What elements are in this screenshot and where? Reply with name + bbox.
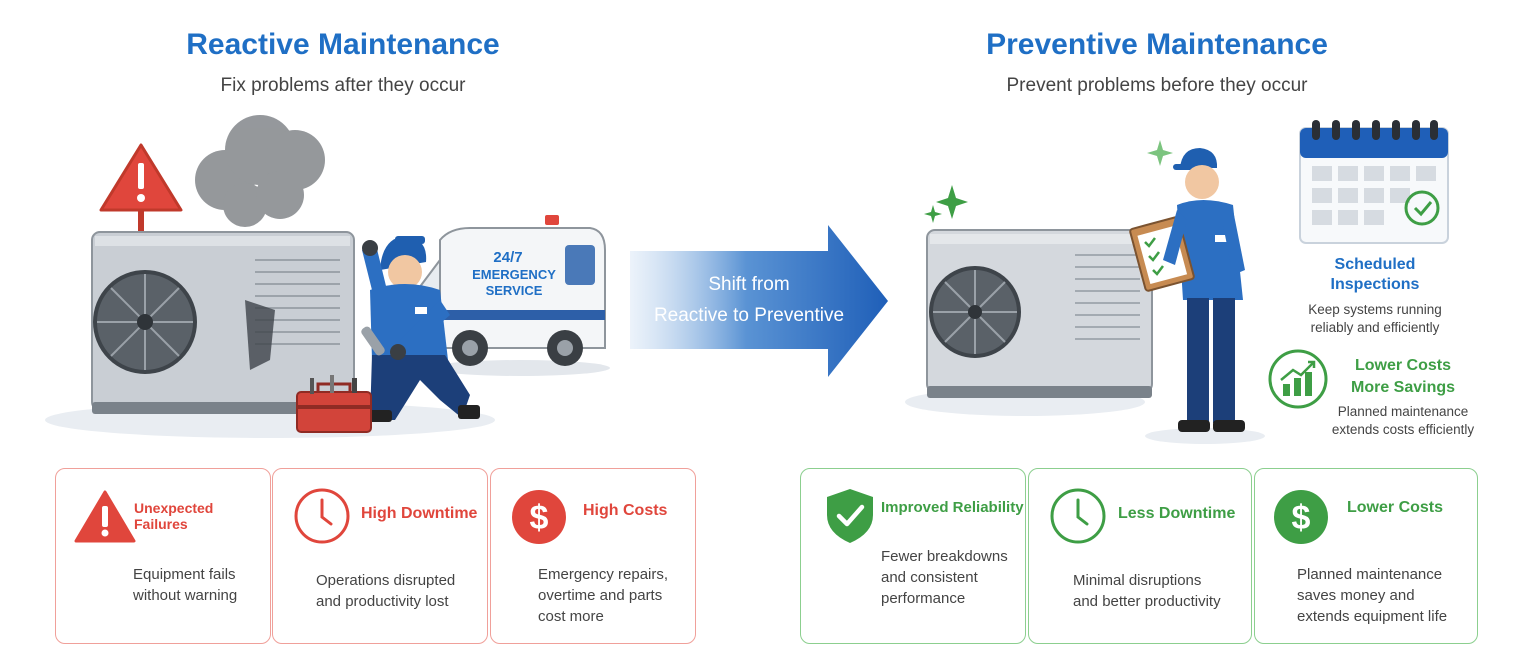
- svg-text:$: $: [1292, 499, 1311, 537]
- preventive-technician: [1129, 148, 1245, 432]
- reactive-card-failures-desc: Equipment fails without warning: [133, 564, 237, 606]
- side-panel-savings-desc-1: Planned maintenance: [1337, 404, 1469, 419]
- reactive-illustration: 24/7 EMERGENCY SERVICE: [45, 115, 610, 438]
- preventive-card-reliability-desc-1: Fewer breakdowns: [881, 548, 1008, 565]
- side-panel-savings-title-1: Lower Costs: [1354, 357, 1451, 374]
- reactive-card-costs-title: High Costs: [583, 502, 668, 519]
- side-panel-savings-desc: Planned maintenance extends costs effici…: [1303, 403, 1503, 439]
- preventive-subtitle: Prevent problems before they occur: [1006, 75, 1308, 96]
- smoke-cloud: [195, 115, 325, 227]
- shift-arrow-line2: Reactive to Preventive: [653, 305, 845, 326]
- clock-icon: [1050, 488, 1106, 544]
- clock-icon: [294, 488, 350, 544]
- calendar-icon: [1299, 120, 1449, 244]
- reactive-card-downtime-desc-1: Operations disrupted: [316, 572, 456, 589]
- sparkle-icon: [924, 140, 1173, 223]
- preventive-card-costs-desc: Planned maintenance saves money and exte…: [1297, 564, 1447, 627]
- side-panel-savings-title-2: More Savings: [1350, 379, 1456, 396]
- dollar-icon: $: [1274, 490, 1328, 544]
- warning-icon: [74, 490, 136, 543]
- preventive-card-reliability-desc-2: and consistent: [881, 569, 978, 586]
- toolbox-icon: [296, 375, 372, 433]
- reactive-card-costs-desc-3: cost more: [538, 608, 604, 625]
- shift-arrow-line1: Shift from: [708, 274, 790, 295]
- warning-sign-icon: [99, 143, 183, 235]
- dollar-icon: $: [512, 490, 566, 544]
- shift-arrow-label: Shift from Reactive to Preventive: [630, 269, 868, 331]
- van-text-emergency: EMERGENCY: [472, 267, 556, 282]
- preventive-card-downtime-title: Less Downtime: [1118, 505, 1236, 522]
- preventive-card-costs-title: Lower Costs: [1347, 499, 1444, 516]
- preventive-card-downtime: Less Downtime Minimal disruptions and be…: [1028, 468, 1252, 644]
- reactive-card-costs: $ High Costs Emergency repairs, overtime…: [490, 468, 696, 644]
- preventive-card-reliability-desc: Fewer breakdowns and consistent performa…: [881, 546, 1008, 609]
- reactive-card-failures-desc-2: without warning: [133, 587, 238, 604]
- reactive-card-downtime: High Downtime Operations disrupted and p…: [272, 468, 488, 644]
- reactive-title: Reactive Maintenance: [186, 28, 500, 61]
- broken-ac-unit: [91, 231, 355, 414]
- reactive-card-costs-desc-1: Emergency repairs,: [538, 566, 669, 583]
- reactive-subtitle: Fix problems after they occur: [220, 75, 466, 96]
- reactive-card-costs-desc-2: overtime and parts: [538, 587, 663, 604]
- savings-chart-icon: [1268, 349, 1328, 409]
- side-panel-inspections-desc-2: reliably and efficiently: [1310, 320, 1440, 335]
- preventive-title: Preventive Maintenance: [986, 28, 1328, 61]
- preventive-card-costs-desc-2: saves money and: [1297, 587, 1415, 604]
- preventive-card-downtime-desc-2: and better productivity: [1073, 593, 1221, 610]
- preventive-card-costs: $ Lower Costs Planned maintenance saves …: [1254, 468, 1478, 644]
- reactive-technician: [361, 236, 480, 422]
- reactive-card-downtime-desc-2: and productivity lost: [316, 593, 449, 610]
- preventive-card-reliability-title: Improved Reliability: [881, 499, 1024, 516]
- van-text-247: 24/7: [493, 249, 522, 266]
- reactive-card-failures: Unexpected Failures Equipment fails with…: [55, 468, 271, 644]
- preventive-card-downtime-desc-1: Minimal disruptions: [1073, 572, 1202, 589]
- side-panel-savings: Lower Costs More Savings: [1318, 356, 1488, 398]
- reactive-card-downtime-desc: Operations disrupted and productivity lo…: [316, 570, 455, 612]
- shield-check-icon: [827, 489, 873, 543]
- side-panel-inspections-title-2: Inspections: [1330, 276, 1420, 293]
- reactive-card-failures-desc-1: Equipment fails: [133, 566, 236, 583]
- side-panel-savings-desc-2: extends costs efficiently: [1331, 422, 1475, 437]
- side-panel-inspections-desc-1: Keep systems running: [1308, 302, 1442, 317]
- clean-ac-unit: [926, 229, 1153, 398]
- preventive-card-costs-desc-3: extends equipment life: [1297, 608, 1448, 625]
- preventive-card-downtime-desc: Minimal disruptions and better productiv…: [1073, 570, 1221, 612]
- van-text-service: SERVICE: [486, 283, 543, 298]
- preventive-illustration: [905, 140, 1265, 444]
- side-panel-inspections: Scheduled Inspections Keep systems runni…: [1275, 255, 1475, 337]
- reactive-card-failures-title: Unexpected Failures: [134, 500, 214, 532]
- reactive-card-downtime-title: High Downtime: [361, 505, 478, 522]
- preventive-card-costs-desc-1: Planned maintenance: [1297, 566, 1443, 583]
- reactive-card-costs-desc: Emergency repairs, overtime and parts co…: [538, 564, 668, 627]
- svg-text:$: $: [530, 499, 549, 537]
- preventive-card-reliability-desc-3: performance: [881, 590, 966, 607]
- shift-arrow: [630, 225, 888, 377]
- preventive-card-reliability: Improved Reliability Fewer breakdowns an…: [800, 468, 1026, 644]
- side-panel-inspections-title-1: Scheduled: [1334, 256, 1416, 273]
